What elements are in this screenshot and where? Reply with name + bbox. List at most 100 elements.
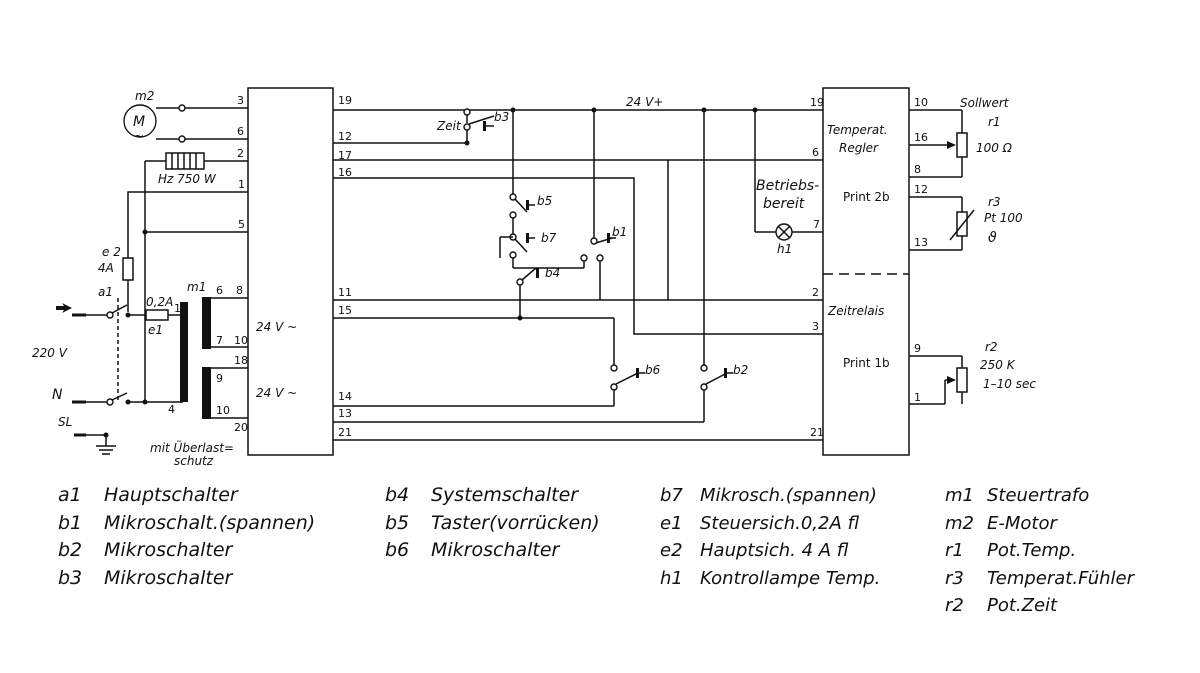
pin-right-12: 12: [338, 130, 352, 143]
label-b2: b2: [733, 363, 748, 377]
potentiometer-r1: [956, 132, 968, 158]
pin-p13: 13: [914, 236, 928, 249]
switch-b7: b7: [509, 231, 557, 259]
pin-transformer-6: 6: [216, 284, 223, 297]
label-b3: b3: [494, 110, 509, 124]
label-24v-ac-top: 24 V ~: [256, 320, 297, 334]
switch-b2: b2: [700, 363, 748, 391]
motor-m2: M ~ m2: [123, 89, 157, 143]
label-b6: b6: [645, 363, 661, 377]
heater-element: Hz 750 W: [145, 152, 248, 186]
switch-b3: Zeit b3: [436, 108, 509, 133]
label-b1: b1: [612, 225, 627, 239]
pin-regulator-2: 2: [812, 286, 819, 299]
fuse-e1: [145, 309, 169, 321]
control-board-box: [247, 87, 334, 456]
label-r2-value: 250 K: [980, 358, 1016, 372]
pin-right-16: 16: [338, 166, 352, 179]
label-r3-theta: ϑ: [988, 230, 997, 246]
pin-right-17: 17: [338, 149, 352, 162]
pin-p8: 8: [914, 163, 921, 176]
pin-left-3: 3: [237, 94, 244, 107]
pin-regulator-3: 3: [812, 320, 819, 333]
input-arrow-icon: [56, 303, 72, 313]
pin-p16: 16: [914, 131, 928, 144]
label-m2: m2: [135, 89, 154, 103]
switch-b6: b6: [610, 363, 661, 391]
label-e2: e 2: [102, 245, 121, 259]
pin-transformer-20: 20: [234, 421, 248, 434]
label-m1: m1: [187, 280, 206, 294]
pin-regulator-21: 21: [810, 426, 824, 439]
pin-p12: 12: [914, 183, 928, 196]
pin-regulator-19: 19: [810, 96, 824, 109]
fuse-e2: [122, 257, 134, 281]
label-r1-value: 100 Ω: [976, 141, 1013, 155]
pin-transformer-18: 18: [234, 354, 248, 367]
label-regler-line-1: Temperat.: [827, 123, 888, 137]
label-neutral: N: [52, 387, 63, 403]
switch-b1: b1: [580, 225, 627, 262]
label-24v-supply: 24 V+: [626, 95, 663, 109]
potentiometer-r2: [956, 367, 968, 393]
pin-left-2: 2: [237, 147, 244, 160]
pin-p10: 10: [914, 96, 928, 109]
pin-left-6: 6: [237, 125, 244, 138]
switch-b4: b4: [513, 266, 560, 286]
label-b5: b5: [537, 194, 552, 208]
pin-right-15: 15: [338, 304, 352, 317]
label-r2-range: 1–10 sec: [983, 377, 1036, 391]
label-print-1b: Print 1b: [843, 356, 890, 370]
label-r3-value: Pt 100: [984, 211, 1023, 225]
label-24v-ac-bottom: 24 V ~: [256, 386, 297, 400]
regulator-module-box: [822, 87, 910, 456]
pin-right-13: 13: [338, 407, 352, 420]
pin-transformer-7: 7: [216, 334, 223, 347]
motor-m-symbol: M: [133, 114, 145, 130]
pin-transformer-10a: 10: [234, 334, 248, 347]
label-b4: b4: [545, 266, 560, 280]
label-e1-rating: 0,2A: [146, 295, 173, 309]
label-overload-line-1: mit Überlast=: [150, 439, 234, 455]
pin-left-1: 1: [238, 178, 245, 191]
label-betriebsbereit-line-1: Betriebs-: [756, 178, 819, 194]
pin-transformer-10b: 10: [216, 404, 230, 417]
label-mains-voltage: 220 V: [32, 346, 68, 360]
label-overload-line-2: schutz: [174, 454, 214, 468]
label-e2-rating: 4A: [98, 261, 114, 275]
label-a1: a1: [98, 285, 113, 299]
pin-right-19: 19: [338, 94, 352, 107]
label-betriebsbereit-line-2: bereit: [763, 196, 805, 212]
label-r2: r2: [985, 340, 998, 354]
label-h1: h1: [777, 242, 792, 256]
pin-regulator-7: 7: [813, 218, 820, 231]
label-print-2b: Print 2b: [843, 190, 890, 204]
pin-right-14: 14: [338, 390, 352, 403]
label-e1: e1: [148, 323, 163, 337]
label-zeit: Zeit: [436, 119, 462, 133]
motor-ac-symbol: ~: [134, 129, 144, 143]
pin-transformer-9: 9: [216, 372, 223, 385]
pin-transformer-1: 1: [174, 302, 181, 315]
label-sollwert: Sollwert: [960, 96, 1010, 110]
pin-transformer-8: 8: [236, 284, 243, 297]
switch-b5: b5: [509, 193, 552, 219]
